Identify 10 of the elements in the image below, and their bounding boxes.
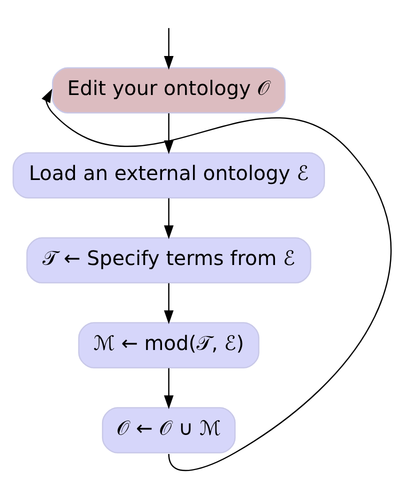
- node-box: Load an external ontology ℰ: [12, 152, 325, 198]
- node-box: 𝒪 ← 𝒪 ∪ ℳ: [102, 407, 236, 454]
- arrow: [164, 28, 174, 70]
- node-box: ℳ ← mod(𝒯, ℰ): [78, 322, 260, 368]
- node-box: 𝒯 ← Specify terms from ℰ: [26, 237, 312, 284]
- node-box: Edit your ontology 𝒪: [52, 67, 286, 114]
- arrow: [164, 198, 174, 240]
- arrow: [42, 88, 391, 471]
- arrow: [164, 283, 174, 324]
- arrow: [164, 368, 174, 410]
